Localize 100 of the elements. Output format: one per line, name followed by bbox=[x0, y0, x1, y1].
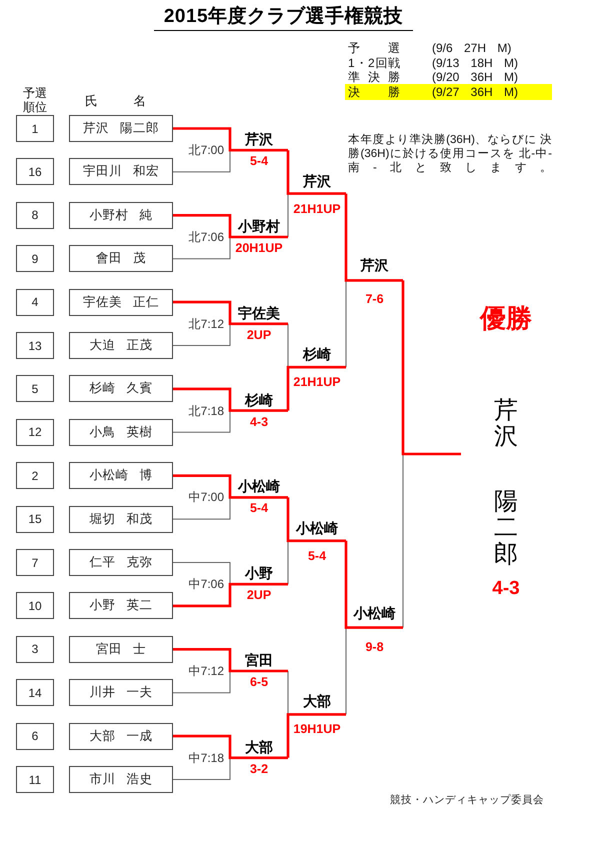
winner-name: 大部 bbox=[303, 693, 331, 710]
match-score: 21H1UP bbox=[293, 202, 341, 216]
match-time: 中7:06 bbox=[188, 577, 224, 592]
bracket-line bbox=[286, 497, 346, 542]
seed-rank-box: 8 bbox=[16, 202, 54, 229]
bracket-line bbox=[172, 562, 230, 585]
winner-name: 芹沢 bbox=[303, 172, 331, 189]
seed-rank-box: 2 bbox=[16, 462, 54, 490]
match-score: 2UP bbox=[246, 328, 272, 343]
match-time: 北7:18 bbox=[188, 404, 224, 419]
player-name-box: 宮田 士 bbox=[69, 636, 173, 663]
winner-name: 宮田 bbox=[245, 652, 273, 668]
winner-name: 芹沢 bbox=[360, 257, 388, 274]
bracket-line bbox=[286, 366, 346, 411]
match-score: 21H1UP bbox=[293, 376, 341, 390]
bracket-line bbox=[173, 388, 288, 412]
bracket-line bbox=[286, 150, 346, 195]
match-score: 4-3 bbox=[250, 416, 268, 430]
match-time: 中7:18 bbox=[188, 750, 224, 766]
match-score: 6-5 bbox=[250, 676, 268, 690]
match-time: 北7:12 bbox=[188, 316, 224, 332]
round-schedule: (9/20 36H M) bbox=[432, 70, 518, 84]
bracket-line bbox=[172, 410, 230, 433]
bracket-line bbox=[173, 648, 288, 672]
round-name: 決勝 bbox=[348, 84, 400, 99]
winner-name: 小野村 bbox=[238, 218, 280, 234]
bracket-line bbox=[172, 757, 230, 780]
bracket-line bbox=[173, 734, 288, 760]
seed-rank-box: 16 bbox=[16, 158, 54, 186]
column-header: 予選順位 bbox=[23, 86, 47, 114]
round-name: 1・2回戦 bbox=[348, 56, 400, 70]
bracket-line bbox=[172, 670, 230, 694]
champion-name: 陽二郎 bbox=[494, 488, 518, 568]
final-score: 4-3 bbox=[492, 579, 520, 600]
bracket-line bbox=[173, 127, 288, 152]
bracket-line bbox=[172, 150, 230, 172]
seed-rank-box: 10 bbox=[16, 592, 54, 620]
winner-name: 杉崎 bbox=[303, 346, 331, 362]
winner-name: 小松崎 bbox=[238, 478, 280, 494]
bracket-line bbox=[173, 214, 288, 238]
round-schedule: (9/13 18H M) bbox=[432, 56, 518, 70]
winner-name: 大部 bbox=[245, 738, 273, 755]
player-name-box: 大迫 正茂 bbox=[69, 332, 173, 359]
player-name-box: 小野村 純 bbox=[69, 202, 173, 229]
committee-credit: 競技・ハンディキャップ委員会 bbox=[390, 794, 544, 807]
winner-name: 宇佐美 bbox=[238, 304, 280, 321]
match-score: 9-8 bbox=[365, 640, 384, 654]
column-header: 氏 名 bbox=[85, 94, 146, 108]
match-time: 中7:00 bbox=[188, 490, 224, 506]
seed-rank-box: 1 bbox=[16, 115, 54, 142]
player-name-box: 大部 一成 bbox=[69, 722, 173, 750]
seed-rank-box: 4 bbox=[16, 288, 54, 316]
match-score: 5-4 bbox=[250, 155, 268, 169]
bracket-line bbox=[172, 323, 230, 346]
match-score: 3-2 bbox=[250, 762, 268, 777]
player-name-box: 仁平 克弥 bbox=[69, 549, 173, 576]
player-name-box: 小鳥 英樹 bbox=[69, 418, 173, 446]
course-note: 本年度より準決勝(36H)、ならびに 決勝(36H)に於ける使用コースを 北-中-南-北と致します。 bbox=[348, 133, 552, 175]
round-name: 予選 bbox=[348, 41, 400, 55]
bracket-line bbox=[344, 194, 403, 282]
winner-name: 小野 bbox=[245, 565, 273, 582]
round-schedule: (9/27 36H M) bbox=[432, 84, 518, 99]
match-score: 7-6 bbox=[365, 293, 384, 308]
player-name-box: 小松崎 博 bbox=[69, 462, 173, 490]
match-score: 5-4 bbox=[250, 502, 268, 516]
round-name: 準決勝 bbox=[348, 70, 400, 84]
match-score: 20H1UP bbox=[235, 242, 283, 256]
seed-rank-box: 13 bbox=[16, 332, 54, 359]
seed-rank-box: 6 bbox=[16, 722, 54, 750]
player-name-box: 川井 一夫 bbox=[69, 679, 173, 706]
bracket-line bbox=[344, 540, 403, 629]
match-score: 19H1UP bbox=[293, 723, 341, 738]
match-score: 2UP bbox=[246, 589, 272, 603]
seed-rank-box: 15 bbox=[16, 506, 54, 533]
bracket-line bbox=[172, 236, 230, 260]
bracket-line bbox=[402, 280, 461, 456]
seed-rank-box: 12 bbox=[16, 418, 54, 446]
player-name-box: 小野 英二 bbox=[69, 592, 173, 620]
seed-rank-box: 11 bbox=[16, 766, 54, 793]
player-name-box: 會田 茂 bbox=[69, 245, 173, 272]
player-name-box: 宇田川 和宏 bbox=[69, 158, 173, 186]
champion-heading: 優勝 bbox=[480, 303, 532, 333]
winner-name: 小松崎 bbox=[296, 520, 338, 536]
player-name-box: 杉崎 久賓 bbox=[69, 375, 173, 402]
round-schedule: (9/6 27H M) bbox=[432, 41, 512, 55]
champion-name: 芹沢 bbox=[494, 398, 518, 451]
seed-rank-box: 9 bbox=[16, 245, 54, 272]
bracket-line bbox=[172, 496, 230, 520]
match-time: 北7:00 bbox=[188, 143, 224, 158]
page-title: 2015年度クラブ選手権競技 bbox=[154, 6, 413, 31]
bracket-line bbox=[173, 582, 288, 608]
bracket-line bbox=[173, 474, 288, 499]
winner-name: 小松崎 bbox=[354, 604, 396, 621]
player-name-box: 堀切 和茂 bbox=[69, 506, 173, 533]
seed-rank-box: 14 bbox=[16, 679, 54, 706]
player-name-box: 宇佐美 正仁 bbox=[69, 288, 173, 316]
player-name-box: 芹沢 陽二郎 bbox=[69, 115, 173, 142]
bracket-line bbox=[286, 713, 346, 758]
seed-rank-box: 7 bbox=[16, 549, 54, 576]
seed-rank-box: 3 bbox=[16, 636, 54, 663]
